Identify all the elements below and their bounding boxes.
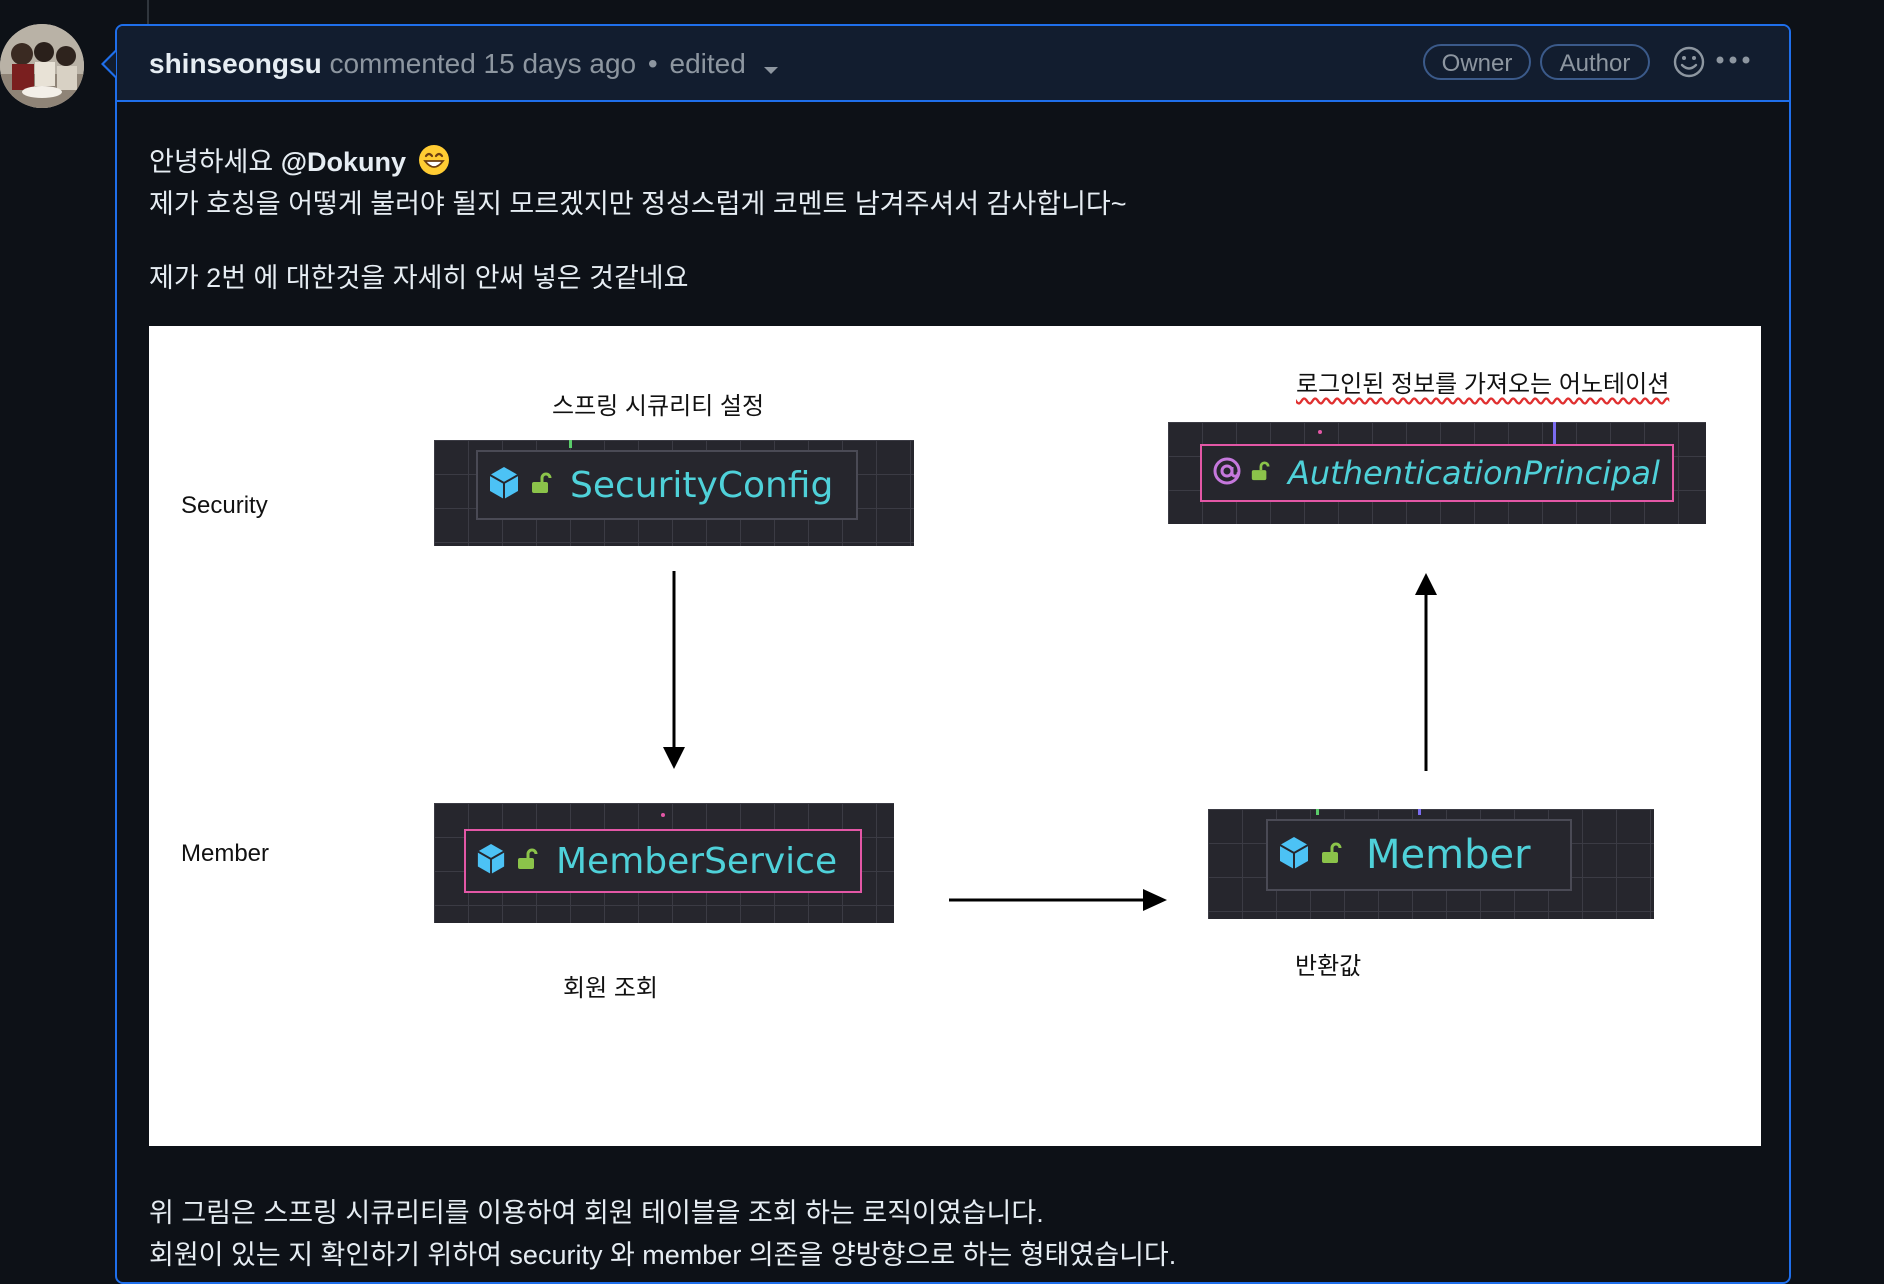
body-line-greeting: 안녕하세요 @Dokuny: [149, 140, 450, 183]
caption-principal: 로그인된 정보를 가져오는 어노테이션: [1296, 371, 1670, 398]
row-label-member: Member: [181, 840, 270, 867]
caption-member-service: 회원 조회: [563, 975, 658, 1002]
arrow-down-icon: [663, 571, 685, 769]
tile-marker: [1318, 430, 1322, 434]
more-options-icon[interactable]: [1715, 52, 1751, 70]
member-service-node: MemberService: [464, 829, 862, 893]
unlock-icon: [1320, 841, 1342, 870]
comment-header-text: shinseongsu commented 15 days ago • edit…: [149, 48, 778, 82]
unlock-icon: [516, 847, 538, 876]
security-config-node: SecurityConfig: [476, 450, 858, 520]
chevron-down-icon[interactable]: [763, 50, 778, 82]
body-line-after-1: 위 그림은 스프링 시큐리티를 이용하여 회원 테이블을 조회 하는 로직이였습…: [149, 1198, 1044, 1228]
class-icon: [476, 843, 506, 880]
tile-marker: [661, 813, 665, 817]
caption-member: 반환값: [1295, 953, 1362, 980]
caption-security-config: 스프링 시큐리티 설정: [552, 393, 765, 420]
author-badge: Author: [1540, 44, 1650, 80]
security-config-label: SecurityConfig: [570, 464, 834, 506]
unlock-icon: [1250, 460, 1270, 487]
avatar-photo-icon: [0, 24, 84, 108]
owner-badge: Owner: [1423, 44, 1531, 80]
greeting-text: 안녕하세요: [149, 147, 274, 177]
tile-marker: [1553, 422, 1556, 444]
row-label-security: Security: [181, 492, 268, 519]
comment-box: shinseongsu commented 15 days ago • edit…: [115, 24, 1791, 1284]
add-reaction-icon[interactable]: [1672, 45, 1706, 84]
comment-pointer-inner: [104, 52, 116, 76]
tile-marker: [1418, 809, 1421, 815]
body-line-2: 제가 호칭을 어떻게 불러야 될지 모르겠지만 정성스럽게 코멘트 남겨주셔서 …: [149, 189, 1127, 219]
class-icon: [488, 466, 520, 505]
grinning-emoji-icon: [418, 144, 450, 183]
member-label: Member: [1366, 832, 1531, 878]
security-config-tile: SecurityConfig: [434, 440, 914, 546]
edited-label[interactable]: edited: [669, 48, 746, 79]
body-line-after-2: 회원이 있는 지 확인하기 위하여 security 와 member 의존을 …: [149, 1240, 1177, 1270]
tile-marker: [1316, 809, 1319, 815]
principal-tile: AuthenticationPrincipal: [1168, 422, 1706, 524]
arrow-right-icon: [949, 889, 1167, 911]
class-icon: [1278, 836, 1310, 875]
member-service-label: MemberService: [556, 840, 838, 882]
comment-header: shinseongsu commented 15 days ago • edit…: [117, 26, 1789, 102]
dot-separator: •: [647, 48, 658, 79]
principal-node: AuthenticationPrincipal: [1200, 444, 1674, 502]
timeline-line: [147, 0, 149, 24]
member-node: Member: [1266, 819, 1572, 891]
body-line-3: 제가 2번 에 대한것을 자세히 안써 넣은 것같네요: [149, 263, 689, 293]
unlock-icon: [530, 471, 552, 500]
member-service-tile: MemberService: [434, 803, 894, 923]
tile-marker: [569, 440, 572, 448]
avatar[interactable]: [0, 24, 84, 108]
comment-meta[interactable]: commented 15 days ago: [329, 48, 637, 79]
principal-label: AuthenticationPrincipal: [1288, 454, 1660, 492]
author-link[interactable]: shinseongsu: [149, 48, 322, 79]
arrow-up-icon: [1415, 573, 1437, 771]
mention-link[interactable]: @Dokuny: [280, 147, 407, 177]
diagram-image[interactable]: Security Member 스프링 시큐리티 설정 로그인된 정보를 가져오…: [149, 326, 1761, 1146]
at-annotation-icon: [1212, 456, 1242, 491]
member-tile: Member: [1208, 809, 1654, 919]
